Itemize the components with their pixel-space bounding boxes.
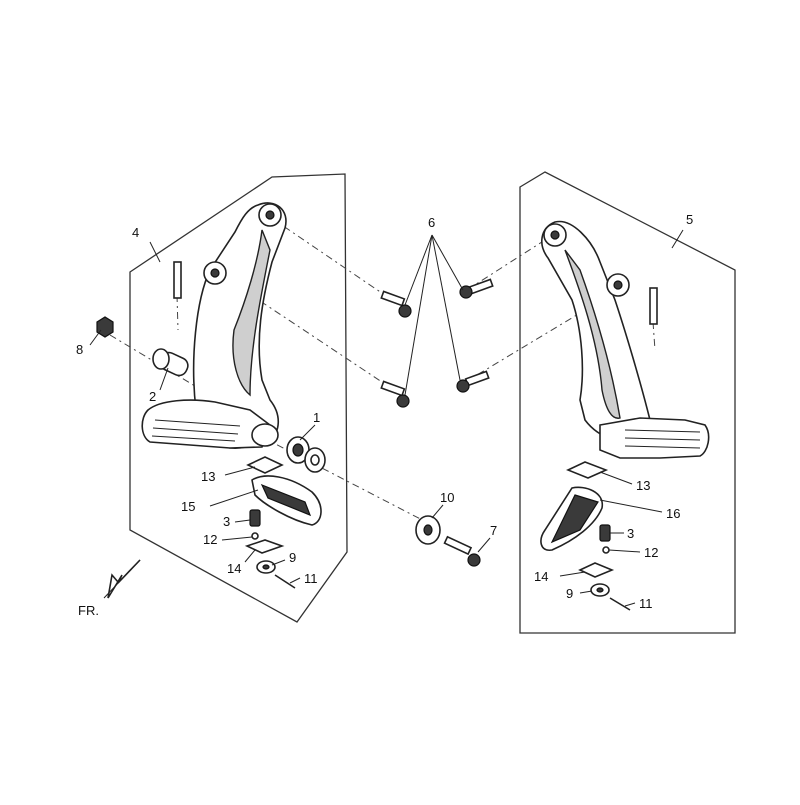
bolt-upper-right [459, 278, 494, 299]
bushing [286, 436, 326, 473]
small-bolt [443, 535, 481, 567]
callout-pin-right: 11 [639, 596, 653, 611]
spring-left [249, 509, 261, 527]
collar [152, 348, 189, 377]
callout-spring-left: 3 [223, 514, 230, 529]
callout-bracket-plate-left: 13 [201, 469, 215, 484]
footrest-left [251, 475, 322, 526]
callout-left-assembly: 4 [132, 225, 139, 240]
small-washer-right [590, 583, 610, 597]
pin-right [609, 597, 631, 611]
callout-numbers: 4 5 6 8 2 1 13 13 15 16 3 3 12 12 14 14 … [76, 212, 693, 611]
callout-pin-left: 11 [304, 571, 318, 586]
callout-ball-left: 12 [203, 532, 217, 547]
spring-right [599, 524, 611, 542]
callout-nut: 8 [76, 342, 83, 357]
callout-leaders [89, 229, 684, 607]
callout-plate-right: 14 [534, 569, 548, 584]
front-direction-label: FR. [78, 603, 99, 618]
callout-bolts: 6 [428, 215, 435, 230]
callout-spring-right: 3 [627, 526, 634, 541]
bolt-lower-right [456, 370, 490, 393]
callout-footrest-right: 16 [666, 506, 680, 521]
large-washer [415, 515, 441, 545]
plate-left [244, 539, 285, 554]
footrest-right [540, 486, 603, 551]
plate-right [578, 562, 615, 578]
callout-plate-left: 14 [227, 561, 241, 576]
callout-footrest-left: 15 [181, 499, 195, 514]
ball-right [602, 546, 610, 554]
callout-bolt-small: 7 [490, 523, 497, 538]
callout-bracket-plate-right: 13 [636, 478, 650, 493]
bolt-lower-left [380, 380, 410, 408]
front-direction-marker: FR. [78, 559, 141, 618]
bolt-upper-left [380, 290, 412, 318]
callout-ball-right: 12 [644, 545, 658, 560]
left-footrest-bracket [141, 202, 287, 449]
small-washer-left [256, 560, 276, 574]
bracket-plate-right [565, 461, 609, 479]
bracket-plate-left [246, 456, 284, 474]
callout-washer-right: 9 [566, 586, 573, 601]
nut [96, 316, 114, 338]
callout-washer-large: 10 [440, 490, 454, 505]
left-assembly-panel [129, 173, 348, 623]
right-footrest-bracket [541, 220, 710, 459]
mounting-bolts [380, 234, 494, 408]
callout-washer-left: 9 [289, 550, 296, 565]
pin-left [274, 574, 296, 589]
right-assembly-panel [519, 171, 736, 634]
callout-right-assembly: 5 [686, 212, 693, 227]
ball-left [251, 532, 259, 540]
callout-bushing: 1 [313, 410, 320, 425]
callout-collar: 2 [149, 389, 156, 404]
pivot-pins [173, 261, 658, 325]
